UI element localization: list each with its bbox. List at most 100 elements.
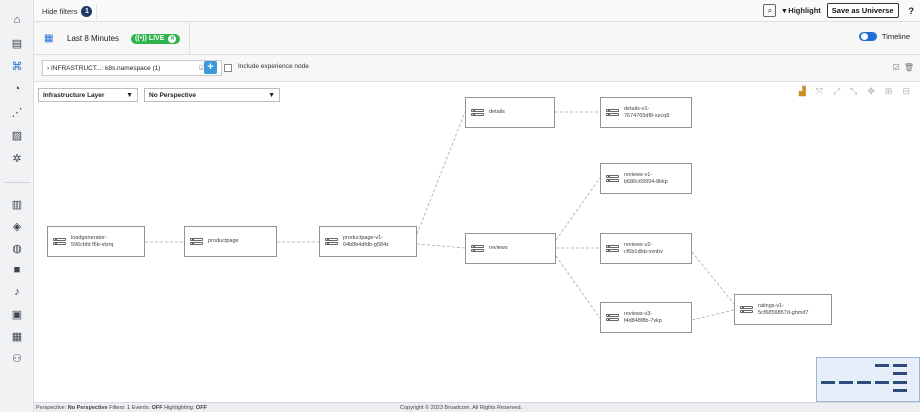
include-experience-checkbox[interactable] — [224, 64, 232, 72]
server-icon — [53, 238, 66, 245]
node-label: details — [489, 109, 505, 115]
minimap-node — [875, 364, 889, 367]
analytics-icon[interactable]: ⋰ — [11, 106, 23, 119]
minimap-node — [893, 372, 907, 375]
node-reviews-v1[interactable]: reviews-v1-b686c69994-8kkp — [600, 163, 692, 194]
node-loadgenerator[interactable]: loadgenerator-596cbfd f6b-vtzrq — [47, 226, 145, 257]
dashboard-icon[interactable]: ◔ — [13, 83, 21, 95]
server-icon — [606, 245, 619, 252]
node-reviews-v2[interactable]: reviews-v2-cf6b1dbb-vvnbv — [600, 233, 692, 264]
hide-filters-label: Hide filters — [42, 7, 78, 16]
hierarchy-icon[interactable]: ⚇ — [12, 352, 22, 365]
canvas-toolbar: ▟ ⤧ ⤢ ⤡ ✥ ⊞ ⊟ — [799, 86, 910, 97]
minimap-node — [875, 381, 889, 384]
node-reviews-v3[interactable]: reviews-v3-f4d848f8b-7vkp — [600, 302, 692, 333]
center-icon[interactable]: ✥ — [867, 86, 875, 96]
node-reviews[interactable]: reviews — [465, 233, 556, 264]
node-sublabel: b686c69994-8kkp — [624, 178, 668, 185]
home-icon[interactable]: ⌂ — [13, 14, 21, 26]
highlighting-status-label: Highlighting: — [164, 405, 195, 411]
chevron-down-icon: ▼ — [126, 91, 133, 99]
chart-icon[interactable]: ▨ — [11, 129, 23, 142]
save-as-universe-button[interactable]: Save as Universe — [826, 3, 899, 18]
folder-icon[interactable]: ■ — [13, 264, 21, 276]
alert-icon[interactable]: ♪ — [14, 286, 20, 298]
minimap[interactable] — [816, 357, 920, 402]
filter-actions: ☑ 🗑 — [893, 63, 914, 72]
map-icon[interactable]: ⌘ — [11, 60, 23, 73]
settings-icon[interactable]: ✲ — [12, 152, 22, 165]
collapse-icon[interactable]: ⤡ — [850, 86, 858, 96]
node-label: reviews-v2- — [624, 241, 653, 248]
node-productpage[interactable]: productpage — [184, 226, 277, 257]
edge — [555, 255, 601, 319]
checkbox-icon[interactable]: ☑ — [892, 63, 900, 72]
minimap-node — [839, 381, 853, 384]
building-icon[interactable]: ▤ — [11, 37, 23, 50]
node-label: productpage-v1- — [343, 234, 384, 241]
report-icon[interactable]: ▦ — [11, 330, 23, 343]
time-range-label: Last 8 Minutes — [67, 34, 120, 43]
time-bar: ▦ Last 8 Minutes ((•)) LIVE ✕ Timeline — [34, 22, 920, 55]
search-icon[interactable]: ⌕ — [763, 4, 777, 17]
globe-icon[interactable]: ◍ — [12, 242, 22, 255]
filters-status: Filters: 1 — [109, 405, 131, 411]
filter-count-badge: 1 — [81, 6, 93, 17]
timeline-toggle[interactable] — [858, 32, 877, 41]
calendar-icon: ▦ — [44, 33, 54, 44]
node-sublabel: cf6b1dbb-vvnbv — [624, 248, 663, 255]
cube-icon[interactable]: ◈ — [12, 220, 22, 233]
live-badge[interactable]: ((•)) LIVE ✕ — [131, 33, 181, 44]
server-icon — [740, 306, 753, 313]
add-filter-button[interactable]: + — [204, 61, 217, 74]
node-productpage-v1[interactable]: productpage-v1-64b8b4dfdb-g584z — [319, 226, 417, 257]
top-right-actions: ⌕ ▾ Highlight Save as Universe ? — [763, 3, 914, 18]
group-icon[interactable]: ⊞ — [884, 86, 893, 96]
node-sublabel: 64b8b4dfdb-g584z — [343, 241, 389, 248]
help-icon[interactable]: ? — [908, 5, 915, 16]
time-range-section[interactable]: ▦ Last 8 Minutes ((•)) LIVE ✕ — [34, 22, 190, 55]
node-label: reviews-v3- — [624, 310, 653, 317]
node-details-v1[interactable]: details-v1-7674765df8-szcq8 — [600, 97, 692, 128]
node-details[interactable]: details — [465, 97, 555, 128]
fit-icon[interactable]: ⤧ — [815, 86, 823, 96]
node-label: reviews-v1- — [624, 171, 653, 178]
minimap-node — [857, 381, 871, 384]
topology-edges — [145, 111, 735, 321]
layer-select-value: Infrastructure Layer — [43, 91, 105, 99]
server-icon — [190, 238, 203, 245]
close-icon[interactable]: ✕ — [168, 34, 177, 43]
server-icon — [606, 314, 619, 321]
minimap-node — [893, 389, 907, 392]
edge — [555, 177, 601, 241]
node-label: productpage — [208, 238, 239, 244]
status-bar: Perspective: No Perspective Filters: 1 E… — [34, 402, 920, 412]
perspective-select[interactable]: No Perspective ▼ — [144, 88, 280, 102]
copyright-text: Copyright © 2023 Broadcom. All Rights Re… — [400, 405, 523, 411]
highlight-dropdown[interactable]: ▾ Highlight — [782, 6, 821, 15]
left-nav-rail: ⌂ ▤ ⌘ ◔ ⋰ ▨ ✲ ▥ ◈ ◍ ■ ♪ ▣ ▦ ⚇ — [0, 0, 34, 412]
topology-canvas[interactable]: Infrastructure Layer ▼ No Perspective ▼ … — [34, 82, 920, 402]
building-icon[interactable]: ▥ — [11, 198, 23, 211]
minimap-node — [893, 381, 907, 384]
checkbox-icon[interactable]: ☑ — [198, 65, 206, 72]
layout-icon[interactable]: ⊟ — [902, 86, 910, 96]
live-label: LIVE — [148, 35, 165, 42]
hide-filters-button[interactable]: Hide filters 1 — [42, 4, 98, 19]
chart-icon[interactable]: ▟ — [798, 86, 806, 96]
node-sublabel: 7674765df8-szcq8 — [624, 112, 670, 119]
expand-icon[interactable]: ⤢ — [832, 86, 841, 96]
timeline-label: Timeline — [881, 32, 910, 41]
node-ratings-v1[interactable]: ratings-v1-5cf6859857d-ghmd7 — [734, 294, 832, 325]
trash-icon[interactable]: 🗑 — [903, 63, 914, 72]
edge — [416, 111, 466, 235]
status-summary: Perspective: No Perspective Filters: 1 E… — [36, 405, 207, 411]
box-icon[interactable]: ▣ — [11, 308, 23, 321]
edge — [416, 243, 466, 249]
layer-select[interactable]: Infrastructure Layer ▼ — [38, 88, 138, 102]
edge — [691, 251, 735, 305]
highlighting-status-value: OFF — [195, 405, 207, 411]
filter-bar: › INFRASTRUCT...: k8s.namespace (1) ☑ 🗑 … — [34, 55, 920, 82]
minimap-node — [821, 381, 835, 384]
namespace-filter-chip[interactable]: › INFRASTRUCT...: k8s.namespace (1) ☑ 🗑 — [42, 60, 222, 76]
